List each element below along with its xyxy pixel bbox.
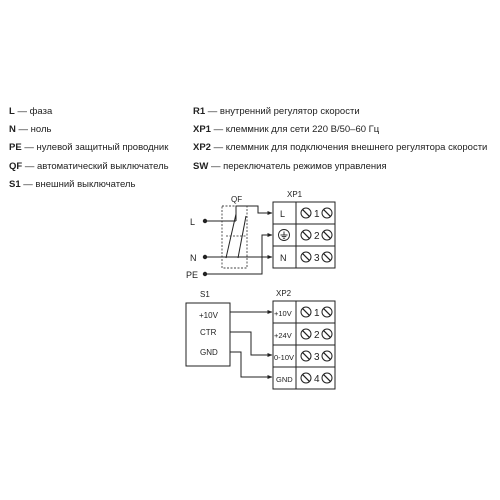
legend-item-pe: PE — нулевой защитный проводник — [9, 142, 169, 154]
screw-icon — [321, 372, 333, 384]
input-label-l: L — [190, 217, 195, 227]
legend-item-s1: S1 — внешний выключатель — [9, 178, 136, 190]
xp1-row-label: L — [280, 209, 285, 219]
xp2-row-number: 1 — [314, 308, 320, 319]
qf-label: QF — [231, 195, 242, 204]
xp2-row-4: GND 4 — [276, 372, 333, 385]
xp2-row-label: +10V — [274, 309, 292, 318]
s1-switch-box — [185, 302, 231, 367]
xp2-row-label: GND — [276, 375, 293, 384]
xp2-row-1: +10V 1 — [274, 306, 333, 319]
xp1-row-3: N 3 — [280, 251, 333, 264]
s1-terminal-label: CTR — [200, 328, 217, 337]
legend-item-xp2: XP2 — клеммник для подключения внешнего … — [193, 142, 488, 154]
input-label-pe: PE — [186, 270, 198, 280]
s1-terminal-label: +10V — [199, 311, 219, 320]
xp2-row-2: +24V 2 — [274, 328, 333, 341]
screw-icon — [300, 350, 312, 362]
xp1-row-label: N — [280, 253, 287, 263]
legend-item-xp1: XP1 — клеммник для сети 220 В/50–60 Гц — [193, 124, 380, 136]
xp1-row-1: L 1 — [280, 207, 333, 220]
screw-icon — [321, 207, 333, 219]
xp2-row-3: 0-10V 3 — [274, 350, 333, 363]
screw-icon — [321, 251, 333, 263]
legend-item-r1: R1 — внутренний регулятор скорости — [193, 106, 360, 117]
control-wiring-diagram: S1 +10V CTR GND XP2 +10V 1 +24V 2 0-10V — [185, 289, 336, 390]
ground-icon — [278, 229, 290, 241]
xp1-row-2: 2 — [278, 229, 333, 242]
xp1-row-number: 2 — [314, 231, 320, 242]
screw-icon — [321, 229, 333, 241]
screw-icon — [300, 207, 312, 219]
xp1-row-number: 1 — [314, 209, 320, 220]
xp2-row-number: 4 — [314, 374, 320, 385]
screw-icon — [321, 350, 333, 362]
s1-terminal-label: GND — [200, 348, 218, 357]
qf-breaker-box — [221, 205, 248, 269]
xp2-label: XP2 — [276, 289, 292, 298]
screw-icon — [300, 372, 312, 384]
legend-item-qf: QF — автоматический выключатель — [9, 160, 169, 172]
xp2-row-number: 3 — [314, 352, 320, 363]
legend-item-n: N — ноль — [9, 124, 52, 136]
screw-icon — [300, 251, 312, 263]
s1-label: S1 — [200, 290, 210, 299]
screw-icon — [321, 306, 333, 318]
xp1-row-number: 3 — [314, 253, 320, 264]
legend-left: L — фаза N — ноль PE — нулевой защитный … — [9, 103, 169, 194]
legend-item-l: L — фаза — [9, 106, 53, 117]
screw-icon — [321, 328, 333, 340]
legend-item-sw: SW — переключатель режимов управления — [193, 160, 387, 172]
xp2-row-label: 0-10V — [274, 353, 294, 362]
screw-icon — [300, 306, 312, 318]
screw-icon — [300, 328, 312, 340]
mains-wiring-diagram: QF L N PE XP1 L 1 — [186, 190, 336, 280]
screw-icon — [300, 229, 312, 241]
input-label-n: N — [190, 253, 197, 263]
xp2-row-label: +24V — [274, 331, 292, 340]
legend-right: R1 — внутренний регулятор скорости XP1 —… — [193, 103, 487, 176]
xp2-row-number: 2 — [314, 330, 320, 341]
xp1-label: XP1 — [287, 190, 303, 199]
